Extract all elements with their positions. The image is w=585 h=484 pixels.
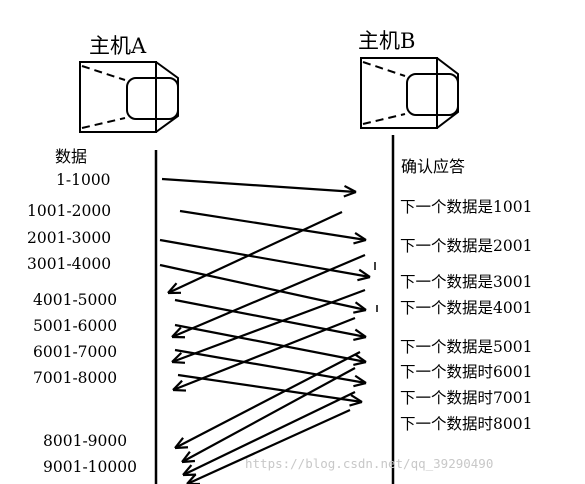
ack-label: 下一个数据是2001 bbox=[400, 237, 533, 255]
segment-label: 2001-3000 bbox=[27, 229, 112, 247]
segment-label: 1001-2000 bbox=[27, 202, 112, 220]
ack-label: 下一个数据是3001 bbox=[400, 273, 533, 291]
host-a-computer-icon bbox=[79, 61, 179, 133]
segment-label: 8001-9000 bbox=[43, 432, 128, 450]
data-segment-arrow bbox=[174, 298, 367, 342]
data-segment-arrow bbox=[159, 263, 367, 314]
ack-label: 下一个数据是5001 bbox=[400, 338, 533, 356]
segment-label: 7001-8000 bbox=[33, 369, 118, 387]
data-segment-arrow bbox=[174, 323, 367, 367]
segment-label: 1-1000 bbox=[56, 171, 111, 189]
segment-label: 5001-6000 bbox=[33, 317, 118, 335]
ack-arrow bbox=[171, 253, 366, 339]
data-column-header: 数据 bbox=[55, 147, 88, 166]
data-segment-arrow bbox=[161, 177, 357, 198]
ack-arrow bbox=[172, 316, 356, 392]
ack-arrow bbox=[171, 288, 366, 364]
ack-arrow bbox=[181, 367, 356, 464]
host-b-computer-icon bbox=[360, 57, 459, 129]
ack-label: 下一个数据是1001 bbox=[400, 198, 533, 216]
segment-label: 4001-5000 bbox=[33, 291, 118, 309]
watermark: https://blog.csdn.net/qq_39290490 bbox=[245, 456, 494, 471]
segment-label: 9001-10000 bbox=[43, 458, 137, 476]
host-b-title: 主机B bbox=[358, 29, 416, 53]
data-segment-arrow bbox=[179, 209, 367, 245]
data-segment-arrow bbox=[177, 373, 363, 407]
ack-label: 下一个数据时7001 bbox=[400, 389, 533, 407]
ack-label: 下一个数据时8001 bbox=[400, 415, 533, 433]
ack-arrow bbox=[174, 351, 361, 450]
ack-column-header: 确认应答 bbox=[401, 157, 466, 176]
segment-label: 6001-7000 bbox=[33, 343, 118, 361]
data-segment-arrow bbox=[174, 348, 367, 388]
ack-label: 下一个数据是4001 bbox=[400, 299, 533, 317]
data-segment-arrow bbox=[159, 238, 371, 282]
host-a-title: 主机A bbox=[89, 34, 147, 58]
ack-label: 下一个数据时6001 bbox=[400, 363, 533, 381]
ack-arrow bbox=[167, 211, 343, 295]
segment-label: 3001-4000 bbox=[27, 255, 112, 273]
